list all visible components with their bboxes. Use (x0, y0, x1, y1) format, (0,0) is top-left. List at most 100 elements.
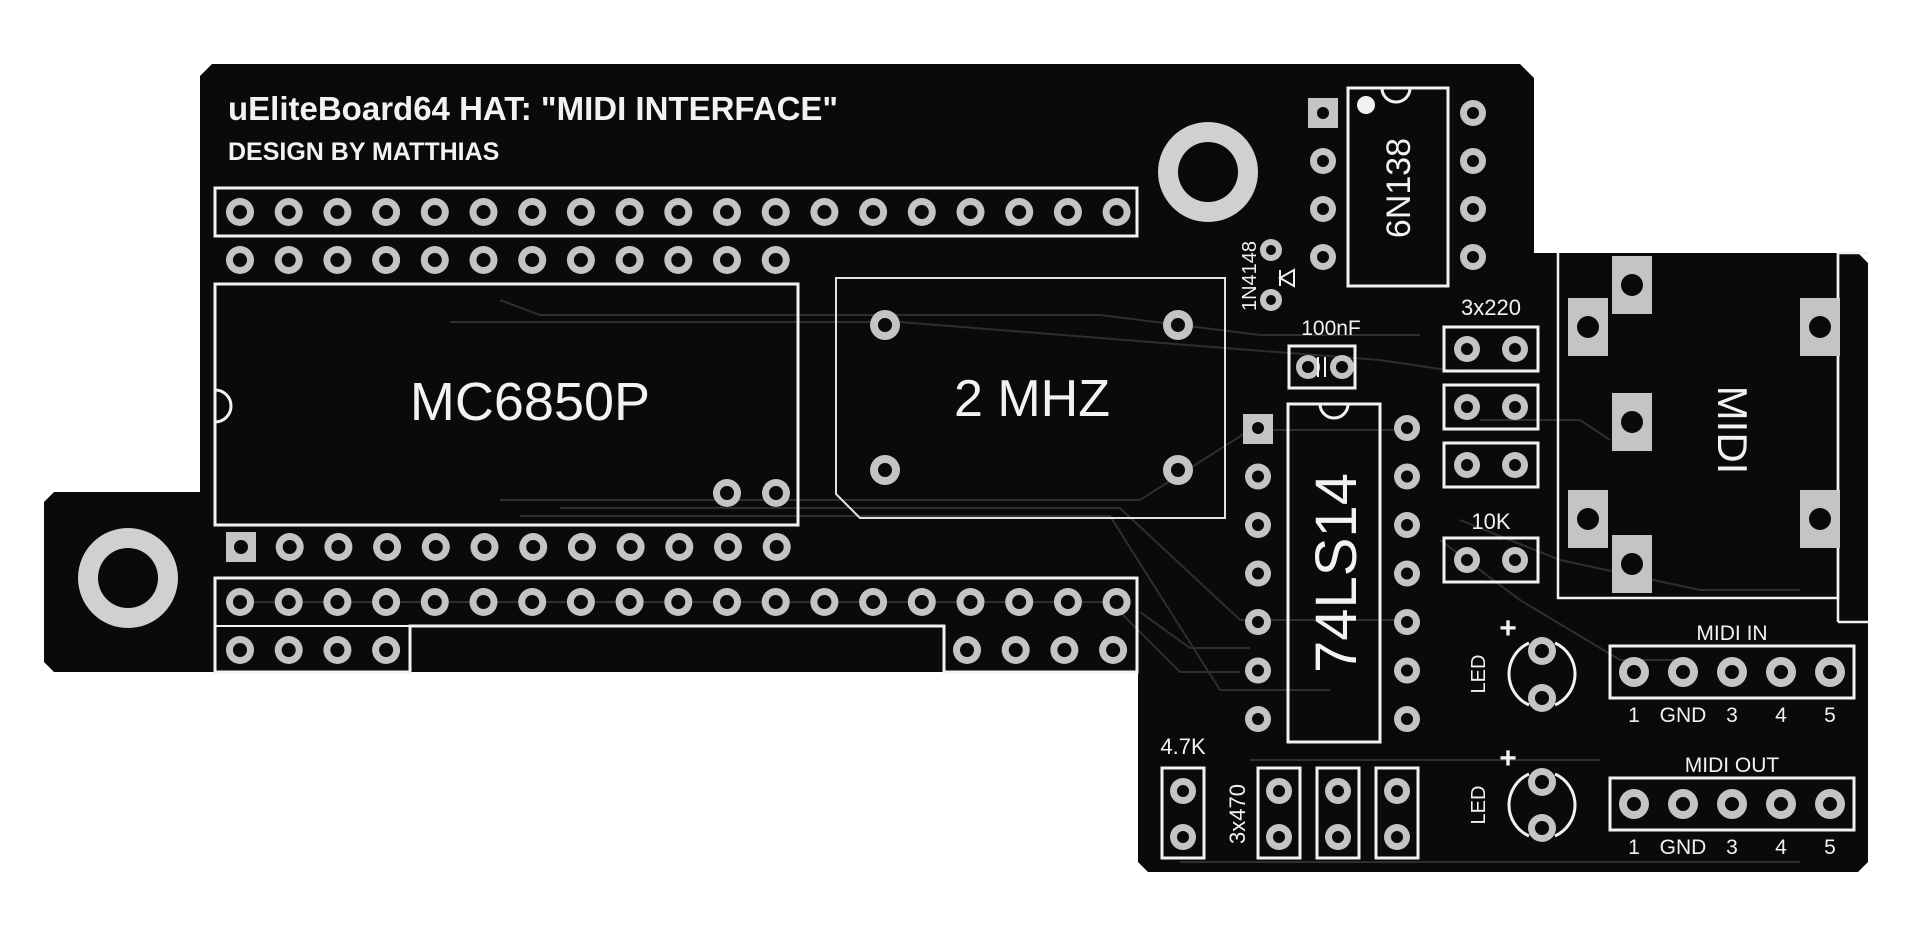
pad (1245, 560, 1271, 587)
pad (615, 588, 644, 616)
mounting-hole (78, 528, 178, 628)
r220-label: 3x220 (1461, 295, 1521, 320)
pad (762, 533, 791, 561)
pad (1245, 512, 1271, 538)
pad (372, 246, 401, 274)
pad (1528, 768, 1556, 796)
pad (907, 198, 936, 226)
pad (762, 479, 790, 507)
pad (870, 455, 900, 485)
pad (1260, 239, 1282, 261)
pad (566, 588, 595, 616)
crystal-outline (835, 277, 1226, 519)
pad (1717, 657, 1747, 687)
pcb-board (44, 64, 1868, 872)
pad (469, 246, 498, 274)
pad (1394, 657, 1420, 684)
pad (1050, 636, 1079, 664)
pad (226, 588, 254, 616)
pad (1394, 463, 1420, 490)
header-pin-label: 3 (1726, 836, 1738, 859)
header-pin-label: GND (1660, 704, 1707, 727)
pad (1310, 244, 1336, 270)
pad (420, 246, 449, 274)
pad (1005, 588, 1034, 616)
pad (953, 636, 981, 664)
pad (1005, 198, 1034, 226)
pad (615, 198, 644, 226)
pad (1245, 463, 1271, 490)
pad (567, 533, 596, 561)
led1-plus: + (1499, 612, 1517, 645)
pad (713, 198, 741, 226)
pad (373, 533, 402, 561)
capacitor-symbol (1317, 357, 1326, 377)
pad (1053, 198, 1082, 226)
pad (1245, 657, 1271, 684)
pad (470, 533, 499, 561)
pad (1163, 455, 1193, 485)
pad (1325, 824, 1351, 850)
pad (1454, 547, 1480, 573)
pad (1460, 148, 1486, 174)
pad (810, 198, 839, 226)
pad (227, 533, 255, 561)
pad (323, 246, 352, 274)
midi-in-label: MIDI IN (1696, 622, 1767, 645)
pad (1245, 706, 1271, 732)
pad (1163, 310, 1193, 340)
header-pin-label: 1 (1628, 704, 1640, 727)
pad (1619, 789, 1649, 819)
pad (1310, 148, 1336, 174)
pad (1502, 336, 1528, 362)
pad (420, 198, 449, 226)
pad (1099, 636, 1128, 664)
header-pin-label: 1 (1628, 836, 1640, 859)
pad (664, 246, 693, 274)
pad (226, 636, 254, 664)
pad (907, 588, 936, 616)
pads (226, 100, 1845, 850)
pad (1394, 512, 1420, 538)
header-pin-label: GND (1660, 836, 1707, 859)
led1-label: LED (1468, 655, 1490, 694)
pad (1766, 789, 1796, 819)
pad (469, 198, 498, 226)
pad (275, 533, 304, 561)
pad (665, 533, 694, 561)
pad (1102, 198, 1131, 226)
pad (714, 533, 742, 561)
header-pin-label: 5 (1824, 836, 1836, 859)
pad (1001, 636, 1030, 664)
pad (1528, 684, 1556, 712)
pad (324, 533, 353, 561)
pad (372, 636, 401, 664)
header-pin-label: 5 (1824, 704, 1836, 727)
pad (1330, 355, 1354, 379)
pad (956, 588, 985, 616)
pad (1394, 415, 1420, 441)
pad (566, 198, 595, 226)
midi-jack-pads (1568, 256, 1840, 593)
pad (761, 198, 790, 226)
acia-chip-label: MC6850P (410, 372, 650, 432)
pad (274, 636, 303, 664)
pad (420, 588, 449, 616)
pad (1454, 394, 1480, 420)
r470-label: 3x470 (1225, 784, 1250, 844)
pad (226, 198, 254, 226)
pad (1245, 415, 1271, 441)
pad (1394, 609, 1420, 635)
pad (421, 533, 450, 561)
pad (372, 198, 401, 226)
schmitt-chip-label: 74LS14 (1304, 473, 1369, 673)
pad (1384, 778, 1410, 804)
pad (274, 198, 303, 226)
pad (1502, 452, 1528, 478)
pad (372, 588, 401, 616)
pad (956, 198, 985, 226)
